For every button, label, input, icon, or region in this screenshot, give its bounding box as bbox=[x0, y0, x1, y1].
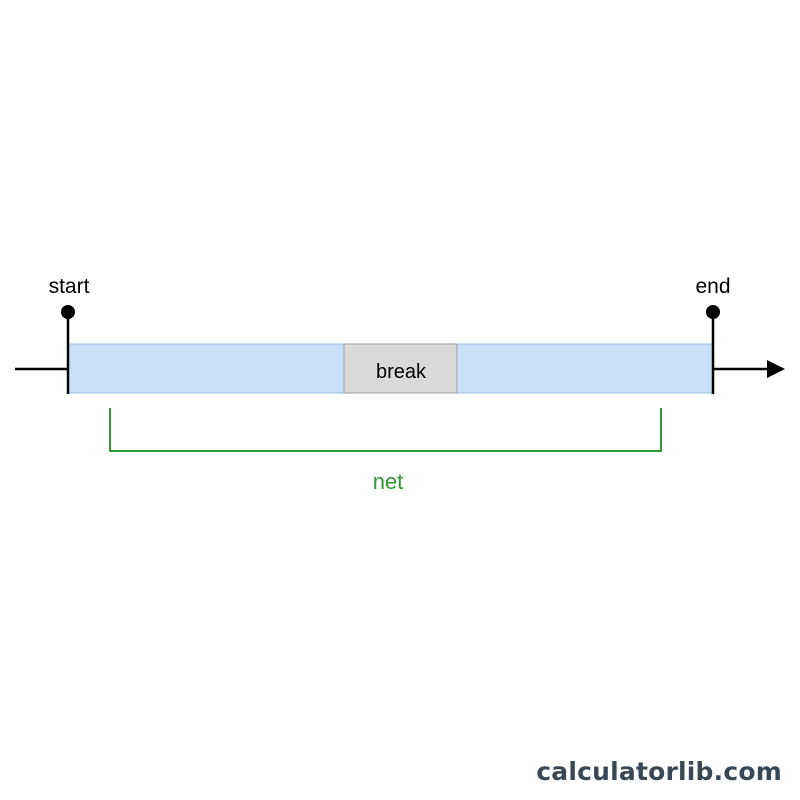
end-label: end bbox=[695, 275, 730, 298]
break-label: break bbox=[376, 361, 427, 383]
start-label: start bbox=[49, 275, 90, 298]
break-block bbox=[343, 343, 458, 394]
net-bracket bbox=[109, 408, 662, 452]
net-label: net bbox=[373, 469, 404, 494]
end-marker-dot bbox=[706, 305, 720, 319]
start-marker-dot bbox=[61, 305, 75, 319]
site-watermark: calculatorlib.com bbox=[536, 757, 782, 786]
axis-arrow-icon bbox=[767, 360, 785, 378]
